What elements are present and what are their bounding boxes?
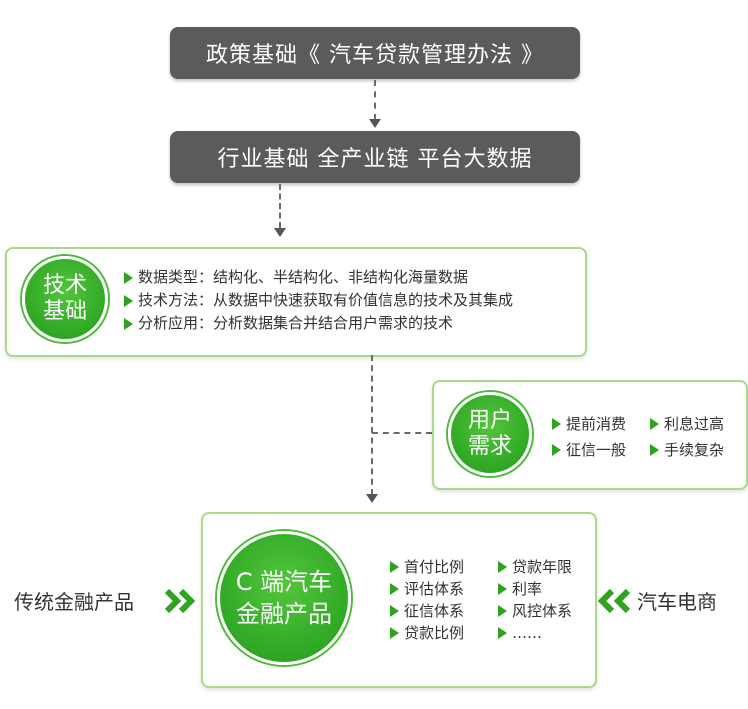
tech-disc-line1: 技术 (42, 273, 87, 298)
traditional-finance-label: 传统金融产品 (14, 590, 134, 614)
product-item-text: …… (512, 624, 542, 642)
product-item: 征信体系 (390, 600, 464, 622)
right-triangle-icon (390, 605, 399, 617)
tech-list: 数据类型：结构化、半结构化、非结构化海量数据 技术方法：从数据中快速获取有价值信… (124, 266, 513, 335)
tech-item: 分析应用：分析数据集合并结合用户需求的技术 (124, 312, 513, 335)
right-triangle-icon (124, 317, 133, 330)
tech-disc-line2: 基础 (42, 299, 87, 324)
demand-item: 手续复杂 (650, 437, 724, 463)
product-item: 评估体系 (390, 578, 464, 600)
tech-item: 数据类型：结构化、半结构化、非结构化海量数据 (124, 266, 513, 289)
right-triangle-icon (390, 627, 399, 639)
product-item: 贷款年限 (498, 556, 572, 578)
product-disc-line2: 金融产品 (236, 600, 332, 628)
tech-item-text: 技术方法：从数据中快速获取有价值信息的技术及其集成 (138, 291, 514, 309)
right-triangle-icon (498, 583, 507, 595)
tech-item: 技术方法：从数据中快速获取有价值信息的技术及其集成 (124, 289, 513, 312)
product-item: 风控体系 (498, 600, 572, 622)
right-triangle-icon (498, 627, 507, 639)
product-disc: C 端汽车 金融产品 (217, 531, 351, 665)
right-triangle-icon (498, 561, 507, 573)
demand-item-text: 征信一般 (566, 441, 627, 459)
right-triangle-icon (390, 583, 399, 595)
demand-item-text: 利息过高 (664, 415, 725, 433)
right-triangle-icon (552, 418, 561, 430)
connector-tech-product (371, 355, 373, 495)
product-item-text: 利率 (512, 580, 543, 598)
connector-arrowhead (366, 494, 378, 503)
demand-disc: 用户 需求 (448, 392, 532, 476)
connector-industry-tech (279, 184, 281, 228)
connector-arrowhead (274, 228, 286, 237)
product-item: 贷款比例 (390, 622, 464, 644)
industry-bar: 行业基础 全产业链 平台大数据 (170, 131, 580, 183)
connector-arrowhead (369, 119, 381, 128)
product-item-text: 贷款比例 (404, 624, 465, 642)
demand-disc-line1: 用户 (467, 408, 512, 433)
tech-item-text: 数据类型：结构化、半结构化、非结构化海量数据 (138, 268, 469, 286)
product-disc-line1: C 端汽车 (235, 568, 333, 596)
demand-list: 提前消费 利息过高 征信一般 手续复杂 (552, 411, 742, 463)
demand-item-text: 手续复杂 (664, 441, 725, 459)
product-item-text: 首付比例 (404, 558, 465, 576)
double-chevron-left-icon (597, 588, 631, 614)
right-triangle-icon (498, 605, 507, 617)
demand-item: 征信一般 (552, 437, 650, 463)
connector-policy-industry (374, 80, 376, 120)
product-item-text: 评估体系 (404, 580, 465, 598)
product-item-text: 风控体系 (512, 602, 573, 620)
product-list-left: 首付比例 评估体系 征信体系 贷款比例 (390, 556, 464, 644)
policy-bar-text: 政策基础《 汽车贷款管理办法 》 (206, 43, 544, 68)
product-item: 首付比例 (390, 556, 464, 578)
right-triangle-icon (552, 444, 561, 456)
demand-item: 利息过高 (650, 411, 724, 437)
product-item: …… (498, 622, 572, 644)
demand-item: 提前消费 (552, 411, 650, 437)
product-list-right: 贷款年限 利率 风控体系 …… (498, 556, 572, 644)
tech-item-text: 分析应用：分析数据集合并结合用户需求的技术 (138, 314, 454, 332)
demand-disc-line2: 需求 (467, 434, 512, 459)
product-item-text: 贷款年限 (512, 558, 573, 576)
product-item: 利率 (498, 578, 572, 600)
right-triangle-icon (124, 271, 133, 284)
right-triangle-icon (650, 418, 659, 430)
connector-demand-branch (372, 432, 432, 434)
product-item-text: 征信体系 (404, 602, 465, 620)
industry-bar-text: 行业基础 全产业链 平台大数据 (217, 147, 533, 172)
demand-item-text: 提前消费 (566, 415, 627, 433)
double-chevron-right-icon (164, 588, 196, 614)
tech-disc: 技术 基础 (22, 256, 108, 342)
right-triangle-icon (124, 294, 133, 307)
policy-bar: 政策基础《 汽车贷款管理办法 》 (170, 27, 580, 79)
right-triangle-icon (390, 561, 399, 573)
right-triangle-icon (650, 444, 659, 456)
car-ecommerce-label: 汽车电商 (637, 590, 717, 614)
